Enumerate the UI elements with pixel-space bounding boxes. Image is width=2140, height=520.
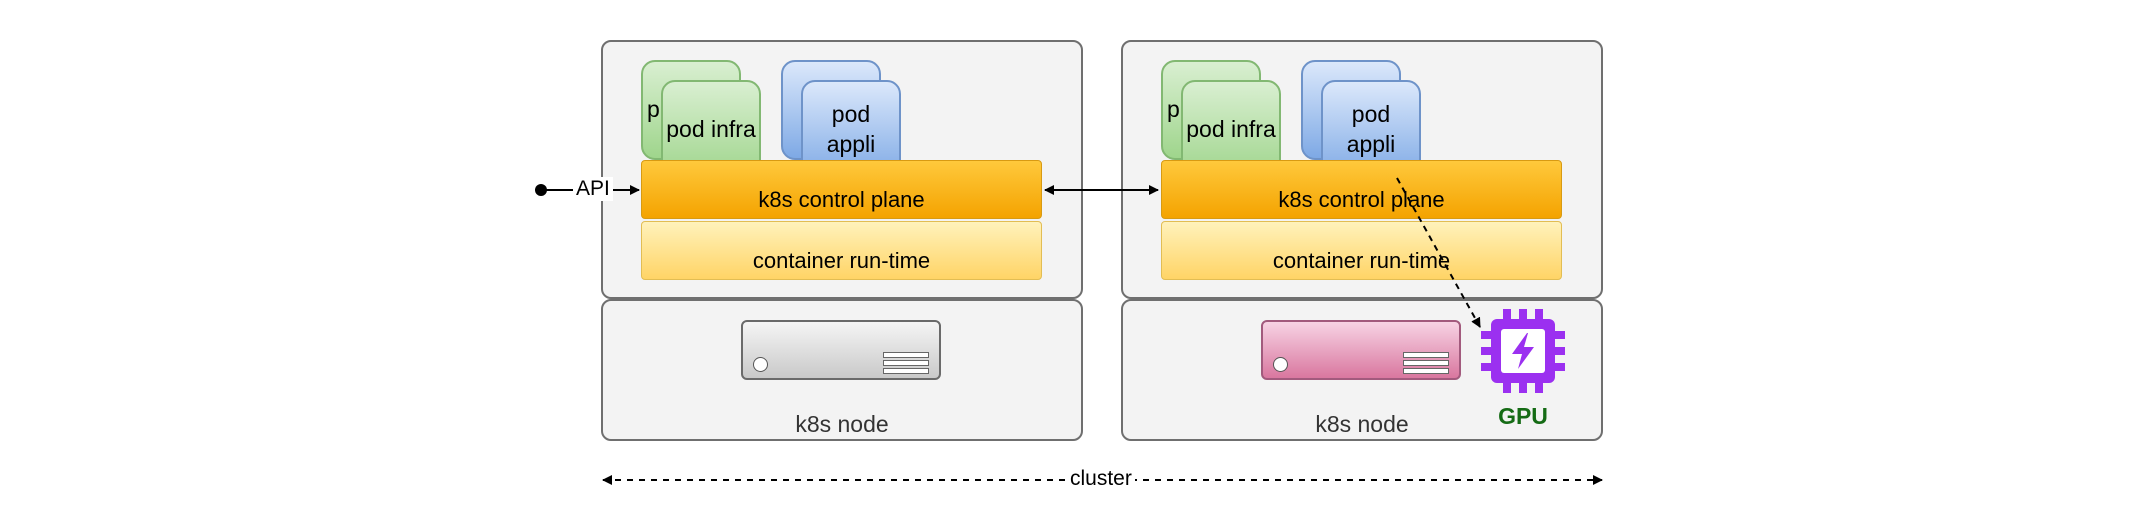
node-1-control-plane[interactable]: k8s control plane <box>641 160 1042 219</box>
api-label: API <box>573 177 613 201</box>
node-2-container-runtime[interactable]: container run-time <box>1161 221 1562 280</box>
cluster-label: cluster <box>1067 467 1135 491</box>
pod-to-gpu-arrow <box>1396 177 1481 328</box>
node-1-label: k8s node <box>795 411 889 437</box>
server-icon <box>741 320 941 380</box>
node-2-control-plane[interactable]: k8s control plane <box>1161 160 1562 219</box>
node-2-label: k8s node <box>1315 411 1409 437</box>
gpu-chip-icon <box>1481 309 1565 393</box>
server-icon <box>1261 320 1461 380</box>
node-1-container-runtime[interactable]: container run-time <box>641 221 1042 280</box>
gpu-label: GPU <box>1498 403 1548 429</box>
